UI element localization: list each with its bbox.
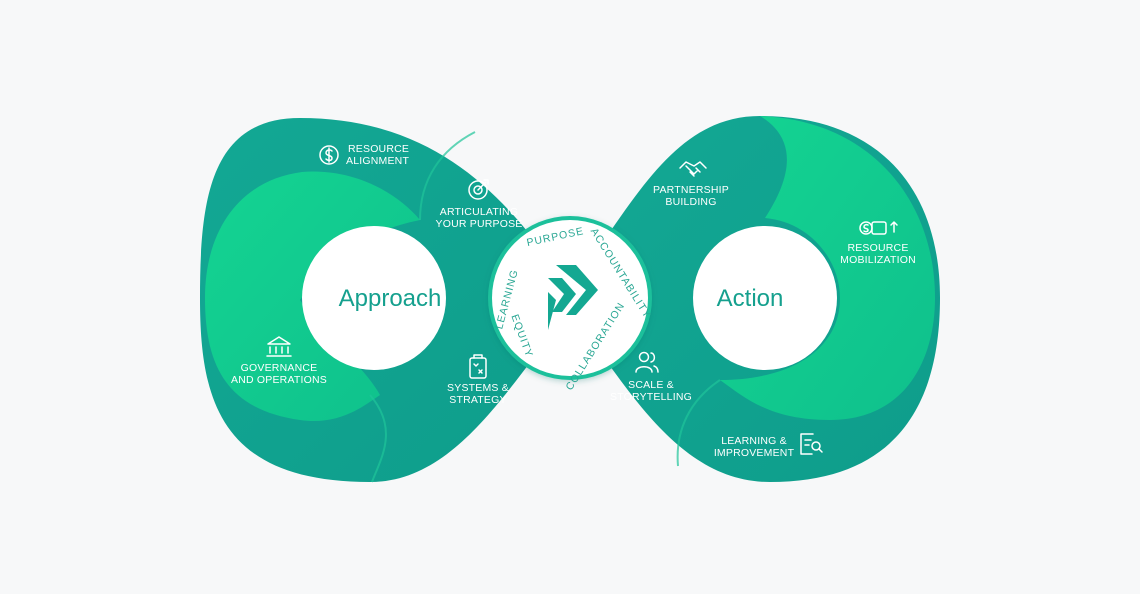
svg-text:ALIGNMENT: ALIGNMENT [346,155,409,167]
svg-text:AND OPERATIONS: AND OPERATIONS [231,374,327,386]
svg-text:STORYTELLING: STORYTELLING [610,391,692,403]
center-ring: LEARNING PURPOSE ACCOUNTABILITY COLLABOR… [488,216,653,393]
svg-text:MOBILIZATION: MOBILIZATION [840,254,916,266]
svg-text:LEARNING &: LEARNING & [721,435,787,447]
segment-resource-alignment: RESOURCE ALIGNMENT [319,143,409,167]
segment-scale-storytelling: SCALE & STORYTELLING [610,351,692,403]
svg-text:IMPROVEMENT: IMPROVEMENT [714,447,795,459]
segment-resource-mobilization: RESOURCE MOBILIZATION [840,221,916,266]
left-loop-hole [302,226,446,370]
segment-partnership: PARTNERSHIP BUILDING [653,161,729,208]
svg-text:RESOURCE: RESOURCE [847,242,908,254]
action-title: Action [717,285,784,312]
approach-title: Approach [339,285,442,312]
bank-building-icon [266,336,292,357]
svg-text:SCALE &: SCALE & [628,379,674,391]
svg-text:ARTICULATING: ARTICULATING [440,206,518,218]
segment-governance: GOVERNANCE AND OPERATIONS [231,336,327,386]
handshake-icon [679,161,707,177]
clipboard-icon [469,354,487,379]
segment-articulating-purpose: ARTICULATING YOUR PURPOSE [436,179,523,230]
document-search-icon [800,433,823,455]
segment-learning-improvement: LEARNING & IMPROVEMENT [714,433,823,459]
svg-text:GOVERNANCE: GOVERNANCE [241,362,318,374]
svg-text:BUILDING: BUILDING [665,196,716,208]
svg-text:YOUR PURPOSE: YOUR PURPOSE [436,218,523,230]
segment-systems-strategy: SYSTEMS & STRATEGY [447,354,509,406]
right-loop-hole [693,226,837,370]
money-growth-icon [859,221,898,235]
dollar-coin-icon [319,145,339,165]
target-dart-icon [468,179,489,200]
svg-text:STRATEGY: STRATEGY [449,394,506,406]
svg-text:SYSTEMS &: SYSTEMS & [447,382,509,394]
people-icon [635,351,659,373]
chevron-arrows-logo-icon [548,265,598,330]
svg-text:RESOURCE: RESOURCE [348,143,409,155]
svg-text:PARTNERSHIP: PARTNERSHIP [653,184,729,196]
